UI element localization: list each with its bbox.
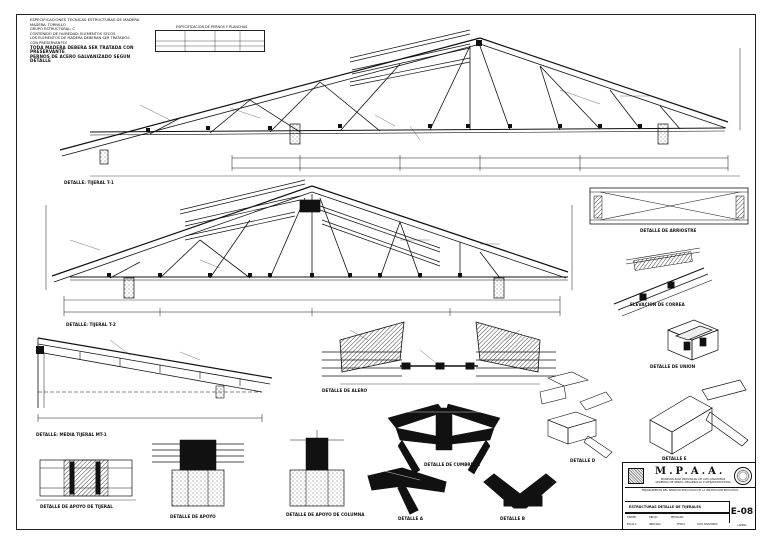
project-name: MEJORAMIENTO DEL SERVICIO EDUCATIVO DE L…: [641, 489, 739, 492]
entity-name: MUNICIPALIDAD PROVINCIAL DE ALTO AMAZONA…: [647, 478, 739, 484]
notes-line: CONTENIDO DE HUMEDAD: ELEMENTOS SECOS: [30, 31, 116, 36]
notes-line: MADERA: TORNILLO: [30, 22, 66, 27]
sheet-number: E-08: [729, 501, 754, 523]
notes-line: CON PRESERVANTES: [30, 40, 68, 45]
title-block-header: M.P.A.A. MUNICIPALIDAD PROVINCIAL DE ALT…: [625, 465, 755, 488]
ridge-detail-label: DETALLE DE CUMBRERA: [424, 462, 481, 467]
truss-t1-drawing: [59, 29, 741, 177]
truss-t2-label: DETALLE: TIJERAL T-2: [66, 322, 116, 327]
joint-a-drawing: [367, 467, 447, 515]
support-2-label: DETALLE DE APOYO: [170, 514, 216, 519]
sheet-frame: [16, 14, 756, 530]
notes-line: LOS ELEMENTOS DE MADERA DEBERAN SER TRAT…: [30, 36, 130, 41]
purlin-label: ELEVACION DE CORREA: [630, 302, 685, 307]
general-notes: ESPECIFICACIONES TECNICAS ESTRUCTURAS DE…: [30, 17, 140, 64]
notes-title: ESPECIFICACIONES TECNICAS ESTRUCTURAS DE…: [30, 17, 140, 22]
half-truss-label: DETALLE: MEDIA TIJERAL MT-1: [36, 432, 107, 437]
support-1-label: DETALLE DE APOYO DE TIJERAL: [40, 504, 113, 509]
truss-t1-label: DETALLE: TIJERAL T-1: [64, 180, 114, 185]
joint-a-label: DETALLE A: [398, 516, 424, 521]
support-detail-3-drawing: [289, 430, 345, 507]
support-3-label: DETALLE DE APOYO DE COLUMNA: [286, 512, 365, 517]
truss-t2-drawing: [45, 179, 573, 316]
tb-row-label: DIBUJO: [649, 516, 658, 519]
eave-detail-label: DETALLE DE ALERO: [322, 388, 368, 393]
purlin-elevation-drawing: [613, 247, 713, 317]
brace-detail-drawing: [589, 187, 749, 225]
connection-iso-drawing: [667, 319, 719, 361]
tb-row-value: INDICADA: [649, 523, 661, 526]
sheet-label: LAMINA: [737, 524, 747, 527]
half-truss-drawing: [36, 337, 273, 422]
iso-e-drawing: [649, 379, 749, 455]
bolt-spec-title: ESPECIFICACION DE PERNOS Y PLANCHAS: [176, 25, 248, 29]
notes-highlight: TODA MADERA DEBERA SER TRATADA CON PRESE…: [30, 44, 134, 55]
tb-row-label: DISEÑO: [627, 516, 637, 519]
joint-c-drawing: [539, 371, 589, 405]
joint-b-label: DETALLE B: [500, 516, 525, 521]
notes-highlight: PERNOS DE ACERO GALVANIZADO SEGUN DETALL…: [30, 53, 131, 64]
municipality-logo: M.P.A.A.: [655, 466, 726, 477]
iso-e-label: DETALLE E: [662, 456, 687, 461]
ridge-detail-drawing: [380, 403, 508, 475]
title-block-grid: DISEÑO DIBUJO REVISADO ESCALA INDICADA F…: [625, 513, 729, 530]
support-detail-2-drawing: [152, 439, 244, 507]
drawing-title-row: ESTRUCTURAS DETALLE DE TIJERALES: [625, 501, 729, 513]
brace-label: DETALLE DE ARRIOSTRE: [640, 228, 696, 233]
eave-detail-drawing: [322, 321, 556, 385]
seal-icon: [734, 467, 752, 485]
title-block: M.P.A.A. MUNICIPALIDAD PROVINCIAL DE ALT…: [622, 462, 756, 530]
bolt-spec-grid: [155, 30, 265, 52]
tb-row-label: ESCALA: [627, 523, 637, 526]
notes-line: GRUPO ESTRUCTURAL: C: [30, 27, 75, 32]
entity-line: MUNICIPALIDAD PROVINCIAL DE ALTO AMAZONA…: [660, 478, 726, 481]
joint-d-drawing: [547, 391, 613, 459]
connection-label: DETALLE DE UNION: [650, 364, 696, 369]
drawing-title: ESTRUCTURAS DETALLE DE TIJERALES: [629, 505, 702, 509]
joint-d-label: DETALLE D: [570, 458, 596, 463]
tb-row-value: ALTO AMAZONAS: [697, 523, 718, 526]
tb-row-label: REVISADO: [671, 516, 684, 519]
entity-line: GERENCIA DE OBRAS, DESARROLLO E INFRAEST…: [655, 481, 731, 484]
shield-icon: [628, 468, 644, 484]
tb-row-label: FECHA: [677, 523, 685, 526]
joint-b-drawing: [483, 473, 557, 509]
support-detail-1-drawing: [36, 459, 136, 501]
